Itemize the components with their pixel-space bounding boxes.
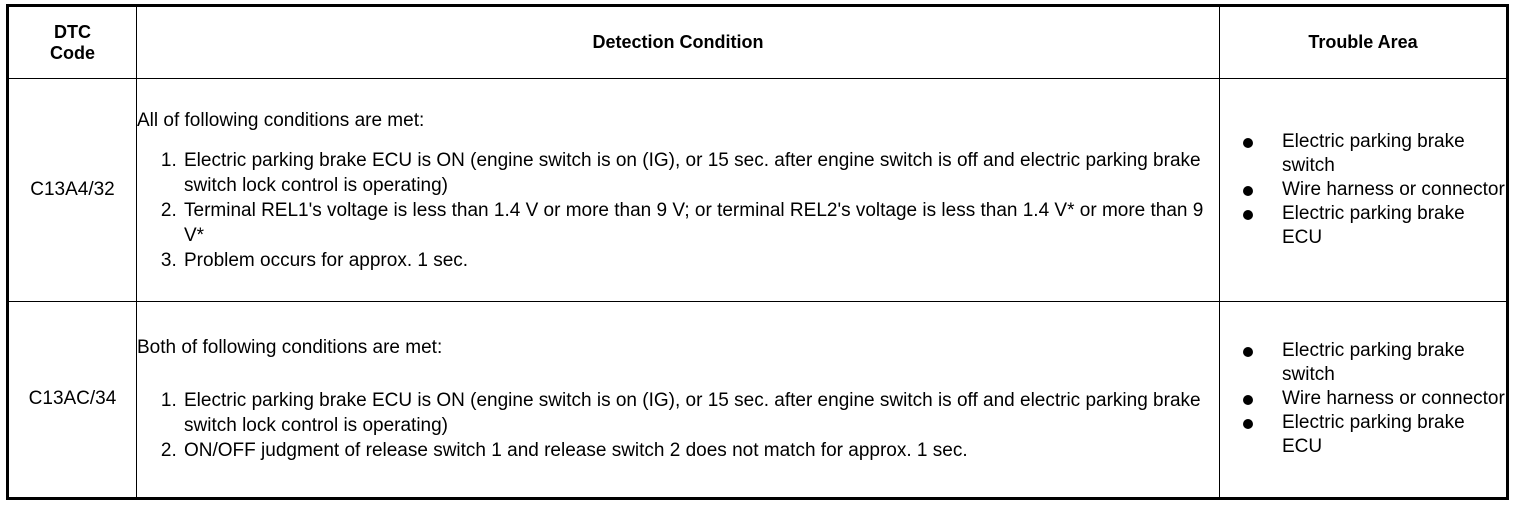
table-header-row: DTC Code Detection Condition Trouble Are… <box>7 4 1508 80</box>
bullet-icon <box>1243 347 1253 358</box>
condition-steps: Electric parking brake ECU is ON (engine… <box>137 388 1219 463</box>
header-dtc-code: DTC Code <box>7 4 137 80</box>
trouble-area-list: Electric parking brake switch Wire harne… <box>1220 130 1506 250</box>
trouble-area-cell: Electric parking brake switch Wire harne… <box>1219 78 1508 302</box>
list-item: Wire harness or connector <box>1220 387 1506 411</box>
condition-steps: Electric parking brake ECU is ON (engine… <box>137 148 1219 273</box>
list-item: Electric parking brake ECU <box>1220 202 1506 250</box>
header-trouble-area: Trouble Area <box>1219 4 1508 80</box>
table-row: C13AC/34 Both of following conditions ar… <box>7 300 1508 500</box>
bullet-icon <box>1243 419 1253 430</box>
header-detection-condition: Detection Condition <box>136 4 1220 80</box>
condition-step: Terminal REL1's voltage is less than 1.4… <box>182 198 1219 248</box>
condition-step: Problem occurs for approx. 1 sec. <box>182 248 1219 273</box>
bullet-icon <box>1243 210 1253 221</box>
bullet-icon <box>1243 138 1253 149</box>
trouble-area-label: Wire harness or connector <box>1282 388 1505 410</box>
trouble-area-label: Electric parking brake switch <box>1282 131 1465 177</box>
trouble-area-list: Electric parking brake switch Wire harne… <box>1220 339 1506 459</box>
condition-step: Electric parking brake ECU is ON (engine… <box>182 388 1219 438</box>
condition-step: ON/OFF judgment of release switch 1 and … <box>182 438 1219 463</box>
trouble-area-label: Electric parking brake ECU <box>1282 203 1465 249</box>
trouble-area-cell: Electric parking brake switch Wire harne… <box>1219 300 1508 500</box>
dtc-table: DTC Code Detection Condition Trouble Are… <box>6 4 1509 500</box>
table-row: C13A4/32 All of following conditions are… <box>7 78 1508 302</box>
detection-condition-cell: Both of following conditions are met: El… <box>136 300 1220 500</box>
list-item: Wire harness or connector <box>1220 178 1506 202</box>
list-item: Electric parking brake ECU <box>1220 411 1506 459</box>
dtc-code-cell: C13AC/34 <box>7 300 137 500</box>
bullet-icon <box>1243 395 1253 406</box>
detection-condition-cell: All of following conditions are met: Ele… <box>136 78 1220 302</box>
trouble-area-label: Electric parking brake switch <box>1282 340 1465 386</box>
trouble-area-label: Wire harness or connector <box>1282 179 1505 201</box>
dtc-code-cell: C13A4/32 <box>7 78 137 302</box>
list-item: Electric parking brake switch <box>1220 339 1506 387</box>
bullet-icon <box>1243 186 1253 197</box>
trouble-area-label: Electric parking brake ECU <box>1282 412 1465 458</box>
condition-step: Electric parking brake ECU is ON (engine… <box>182 148 1219 198</box>
condition-intro: All of following conditions are met: <box>137 109 425 131</box>
list-item: Electric parking brake switch <box>1220 130 1506 178</box>
condition-intro: Both of following conditions are met: <box>137 337 443 359</box>
